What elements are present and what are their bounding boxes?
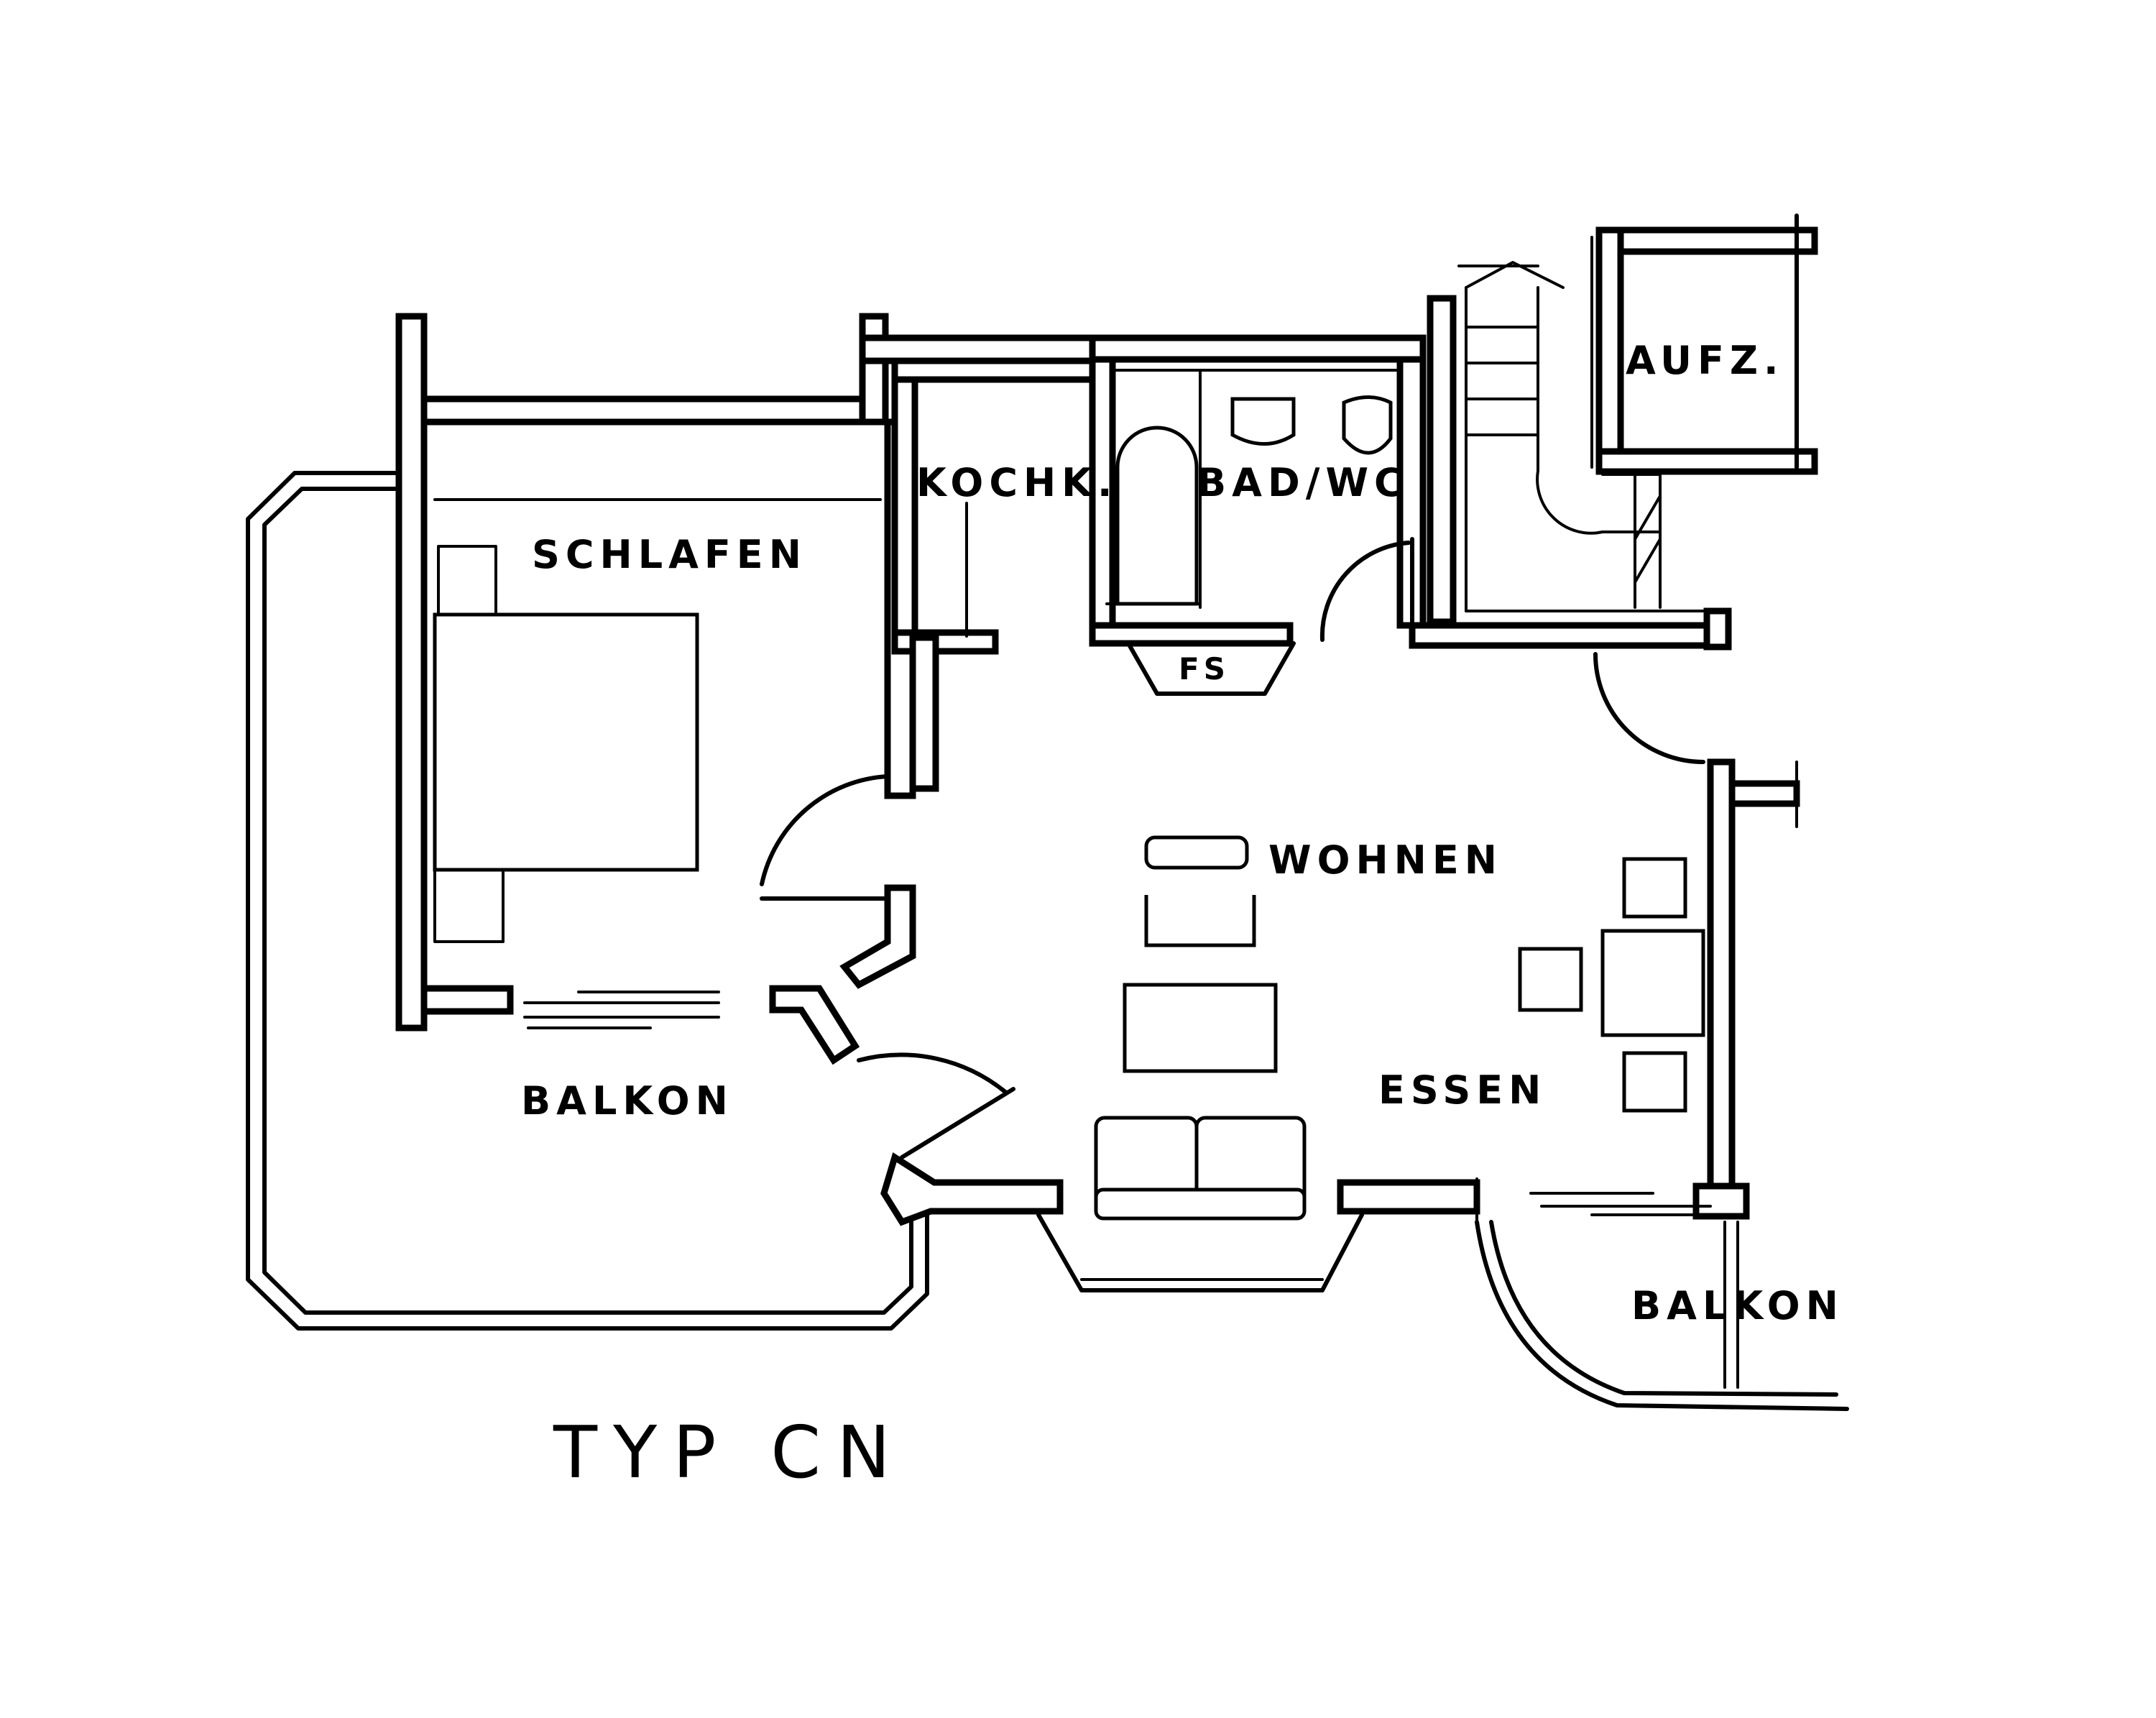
elevator (1590, 213, 1818, 475)
bath-door (1319, 537, 1414, 642)
room-label-bad-wc: BAD/WC (1197, 460, 1409, 505)
living-lower-walls (769, 884, 1480, 1226)
bathtub (1115, 426, 1199, 606)
corridor-wall (1409, 607, 1732, 651)
chair-bottom (1622, 1051, 1687, 1113)
right-balcony-outline (1475, 1220, 1849, 1411)
fs-shaft (1126, 641, 1296, 696)
room-label-kochk: KOCHK. (916, 460, 1118, 505)
bed (433, 612, 699, 872)
room-label-balkon-right: BALKON (1631, 1283, 1844, 1328)
room-label-aufz: AUFZ. (1626, 338, 1784, 383)
sofa-front (1094, 1188, 1307, 1221)
left-balcony-outline (246, 471, 929, 1331)
bedroom-balcony-window (523, 991, 720, 1029)
chair-top (1622, 857, 1687, 919)
bath-fixtures (1105, 369, 1399, 609)
living-balcony-door (857, 1052, 1015, 1159)
dining-furniture (1518, 857, 1705, 1113)
right-balcony-window (1529, 1192, 1712, 1216)
dining-table (1600, 929, 1705, 1037)
stairs (1427, 261, 1723, 625)
armchair (1144, 895, 1256, 947)
right-wall (1692, 758, 1800, 1220)
bedroom-interior (433, 498, 882, 943)
bath-walls (1089, 334, 1427, 647)
washbasin (1230, 397, 1296, 446)
entry-door (1593, 652, 1705, 764)
plan-title: TYP CN (553, 1410, 906, 1494)
room-label-fs: FS (1179, 651, 1230, 686)
coffee-table (1123, 983, 1278, 1073)
room-label-wohnen: WOHNEN (1268, 837, 1503, 883)
bedroom-door (760, 774, 900, 901)
room-label-essen: ESSEN (1378, 1067, 1547, 1113)
bay-window (1036, 1213, 1364, 1292)
armchair-back (1144, 835, 1249, 870)
room-label-schlafen: SCHLAFEN (532, 532, 807, 577)
toilet (1342, 395, 1393, 455)
room-label-balkon-left: BALKON (521, 1078, 734, 1124)
chair-left (1518, 947, 1583, 1012)
living-furniture (1094, 835, 1307, 1221)
kitchen-walls (891, 357, 1096, 792)
